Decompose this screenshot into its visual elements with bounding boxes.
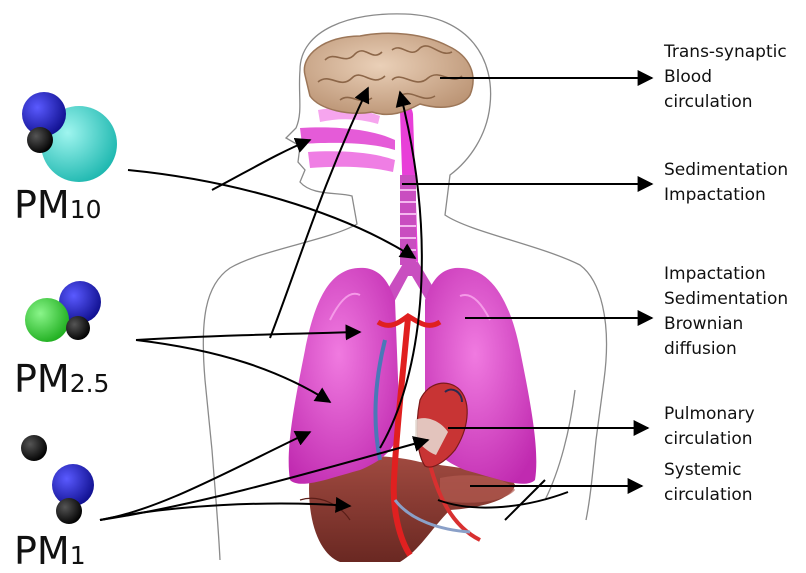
pm2-5-label: PM2.5 [14,360,109,398]
mechanism-line: Pulmonary [664,402,755,427]
pm1-particles [21,435,94,524]
mechanism-line: Brownian [664,312,788,337]
mechanism-line: Sedimentation [664,287,788,312]
mechanism-line: Sedimentation [664,158,788,183]
brain [304,33,473,114]
heart-mechanism-label: Pulmonary circulation [664,402,755,452]
mechanism-line: circulation [664,483,753,508]
mechanism-line: Blood [664,65,787,90]
lungs [289,268,537,484]
liver-mechanism-label: Systemic circulation [664,458,753,508]
pm10-label-main: PM [14,183,70,227]
mechanism-line: Systemic [664,458,753,483]
mechanism-line: diffusion [664,337,788,362]
pm1-label: PM1 [14,532,86,570]
pm2-5-particles [25,281,101,342]
mechanism-line: Trans-synaptic [664,40,787,65]
pm10-label: PM10 [14,186,102,224]
mechanism-line: circulation [664,427,755,452]
lungs-mechanism-label: Impactation Sedimentation Brownian diffu… [664,262,788,362]
pm10-label-sub: 10 [70,195,102,224]
pm2-5-label-main: PM [14,357,70,401]
mechanism-line: circulation [664,90,787,115]
mechanism-line: Impactation [664,262,788,287]
trachea-mechanism-label: Sedimentation Impactation [664,158,788,208]
pm10-particles [22,92,117,182]
pm1-label-sub: 1 [70,541,86,570]
pm2-5-label-sub: 2.5 [70,369,110,398]
pm1-label-main: PM [14,529,70,573]
brain-mechanism-label: Trans-synaptic Blood circulation [664,40,787,115]
mechanism-line: Impactation [664,183,788,208]
